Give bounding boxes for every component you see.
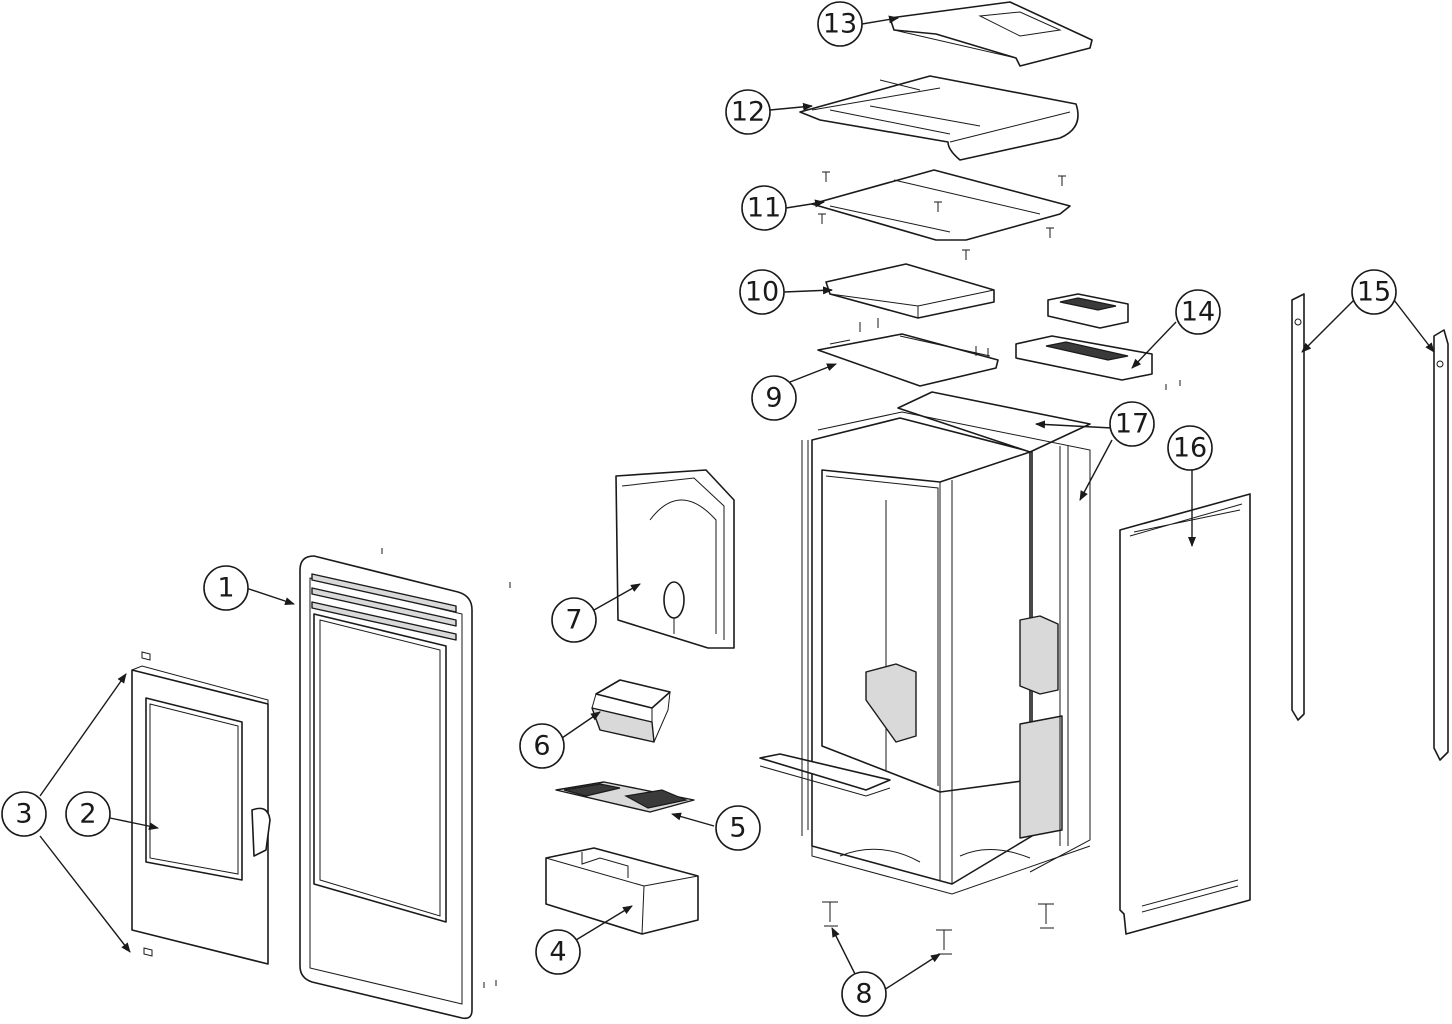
callout-15: 15 [1351, 269, 1397, 315]
callout-10-label: 10 [745, 277, 779, 308]
callout-10: 10 [739, 269, 785, 315]
callout-16-label: 16 [1173, 433, 1207, 464]
part-9-tray [817, 318, 999, 387]
callout-8: 8 [841, 971, 887, 1017]
callout-13: 13 [817, 1, 863, 47]
part-13-top-cover [889, 1, 1093, 67]
part-1-front-frame [299, 548, 511, 1020]
callout-12-label: 12 [731, 97, 765, 128]
part-6-burn-pot [591, 679, 671, 743]
part-17-main-body [759, 391, 1091, 895]
callout-13-label: 13 [823, 9, 857, 40]
part-10-box [825, 263, 995, 319]
callout-4: 4 [535, 929, 581, 975]
callout-4-label: 4 [549, 937, 566, 968]
part-14-control-strip [1015, 293, 1181, 390]
callout-1-label: 1 [217, 573, 234, 604]
callout-6-label: 6 [533, 731, 550, 762]
callout-5: 5 [715, 805, 761, 851]
callout-3-label: 3 [15, 799, 32, 830]
callout-5-label: 5 [729, 813, 746, 844]
callout-11-label: 11 [747, 193, 781, 224]
callout-8-label: 8 [855, 979, 872, 1010]
callout-17-label: 17 [1115, 409, 1149, 440]
callout-15-label: 15 [1357, 277, 1391, 308]
part-2-door [131, 651, 271, 965]
callout-6: 6 [519, 723, 565, 769]
callout-9-label: 9 [765, 383, 782, 414]
callout-11: 11 [741, 185, 787, 231]
callout-9: 9 [751, 375, 797, 421]
part-7-shield [615, 469, 735, 649]
part-5-grate [555, 781, 695, 813]
callout-14: 14 [1175, 289, 1221, 335]
part-4-ash-drawer [545, 847, 699, 935]
callout-17: 17 [1109, 401, 1155, 447]
callout-2-label: 2 [79, 799, 96, 830]
callout-14-label: 14 [1181, 297, 1215, 328]
part-16-side-panel [1119, 493, 1251, 935]
part-15-side-strips [1291, 293, 1449, 761]
callout-1: 1 [203, 565, 249, 611]
callout-3: 3 [1, 791, 47, 837]
callout-16: 16 [1167, 425, 1213, 471]
part-8-feet [822, 901, 1054, 955]
leader-lines [39, 15, 1435, 991]
callout-12: 12 [725, 89, 771, 135]
callout-7-label: 7 [565, 605, 582, 636]
part-12-upper-panel [799, 75, 1079, 161]
callout-2: 2 [65, 791, 111, 837]
part-11-inner-plate [811, 169, 1071, 260]
callout-7: 7 [551, 597, 597, 643]
